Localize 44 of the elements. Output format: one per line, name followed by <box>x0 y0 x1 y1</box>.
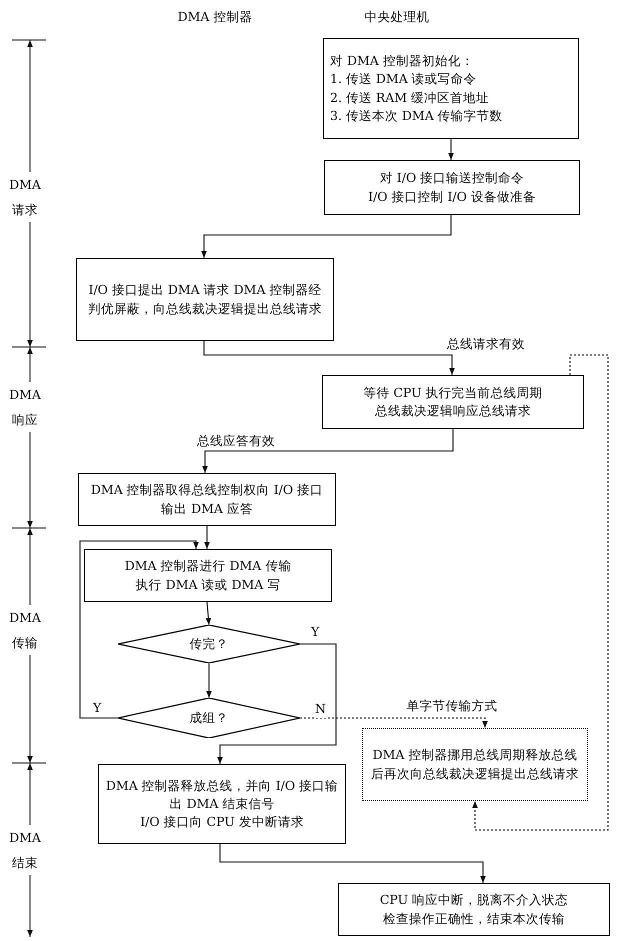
process-box <box>76 258 334 341</box>
arrow <box>204 526 210 549</box>
arrow <box>202 429 454 473</box>
node-text: DMA 控制器取得总线控制权向 I/O 接口输出 DMA 应答 <box>90 481 324 518</box>
node-text: 2. 传送 RAM 缓冲区首地址 <box>330 88 490 106</box>
arrow <box>219 844 486 883</box>
node-text: 传完？ <box>190 634 228 653</box>
node-text: DMA 控制器释放总线，并向 I/O 接口输出 DMA 结束信号 <box>105 776 339 813</box>
process-box <box>98 764 346 844</box>
node-text: I/O 接口向 CPU 发中断请求 <box>140 813 304 832</box>
arrow <box>201 215 452 258</box>
node-text: 检查操作正确性，结束本次传输 <box>383 910 565 928</box>
node-text: 对 I/O 接口输送控制命令 <box>380 169 524 188</box>
node-text: 总线裁决逻辑响应总线请求 <box>375 402 531 420</box>
node-text: I/O 接口提出 DMA 请求 DMA 控制器经判优屏蔽，向总线裁决逻辑提出总线请求 <box>87 281 323 318</box>
process-box <box>84 549 332 602</box>
node-text: 成组？ <box>190 708 228 727</box>
node-text: 等待 CPU 执行完当前总线周期 <box>363 384 543 402</box>
edge-label: 总线请求有效 <box>446 335 526 352</box>
arrow <box>472 354 609 831</box>
decision-diamond <box>118 698 300 738</box>
process-box <box>362 728 588 801</box>
arrow <box>448 139 454 160</box>
arrow <box>217 643 337 764</box>
process-box <box>323 38 579 139</box>
arrow <box>79 540 199 719</box>
node-text: 1. 传送 DMA 读或写命令 <box>330 70 477 88</box>
edge-label: 总线应答有效 <box>196 432 276 450</box>
node-text: 执行 DMA 读或 DMA 写 <box>136 576 280 594</box>
node-text: 3. 传送本次 DMA 传输字节数 <box>330 106 503 125</box>
node-text: CPU 响应中断，脱离不介入状态 <box>380 891 568 910</box>
node-text: DMA 控制器进行 DMA 传输 <box>124 557 292 576</box>
process-box <box>338 883 610 936</box>
decision-diamond <box>118 625 300 663</box>
arrow <box>206 663 212 698</box>
node-text: DMA 控制器挪用总线周期释放总线后再次向总线裁决逻辑提出总线请求 <box>370 746 580 782</box>
process-box <box>78 473 336 526</box>
process-box <box>324 160 580 215</box>
node-text: 对 DMA 控制器初始化： <box>330 52 474 70</box>
arrow <box>203 341 455 375</box>
node-text: I/O 接口控制 I/O 设备做准备 <box>368 188 536 206</box>
process-box <box>322 375 584 429</box>
arrow <box>206 602 212 626</box>
arrow <box>300 717 488 728</box>
